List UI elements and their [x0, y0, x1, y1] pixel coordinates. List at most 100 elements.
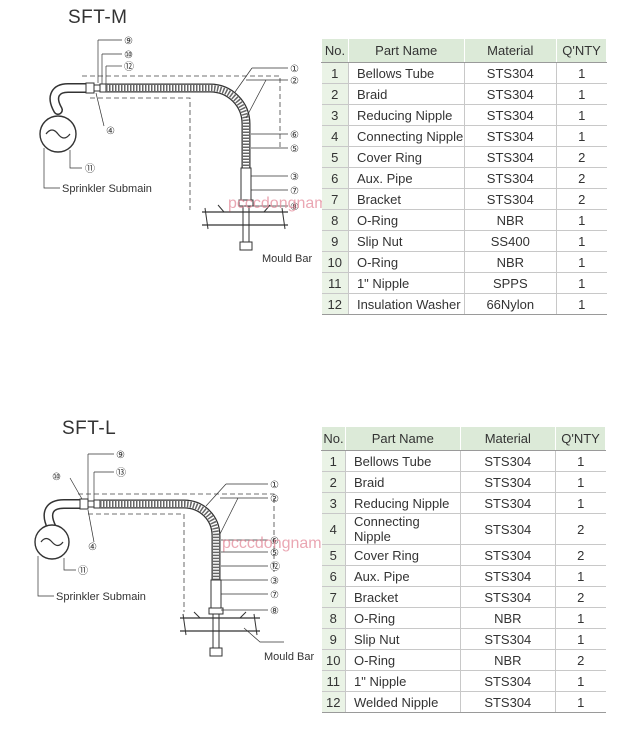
- cell-no: 4: [321, 125, 349, 147]
- sft-l-callout-6: ⑥: [270, 536, 279, 547]
- table-header-row: No. Part Name Material Q'NTY: [321, 38, 607, 63]
- cell-no: 1: [321, 62, 349, 84]
- col-part-name: Part Name: [344, 426, 461, 451]
- cell-qnty: 1: [556, 251, 607, 273]
- cell-no: 6: [321, 565, 346, 587]
- cell-no: 9: [321, 628, 346, 650]
- cell-no: 8: [321, 607, 346, 629]
- cell-no: 1: [321, 450, 346, 472]
- cell-part-name: Connecting Nipple: [348, 125, 465, 147]
- sft-m-callout-12: ⑫: [124, 61, 134, 73]
- cell-material: STS304: [464, 83, 558, 105]
- col-no: No.: [321, 426, 346, 451]
- cell-material: NBR: [464, 251, 558, 273]
- cell-material: NBR: [460, 649, 557, 671]
- sft-m-callout-5: ⑤: [290, 144, 299, 155]
- cell-qnty: 1: [555, 607, 606, 629]
- cell-qnty: 1: [555, 471, 606, 493]
- cell-part-name: O-Ring: [345, 649, 461, 671]
- cell-part-name: Cover Ring: [348, 146, 465, 168]
- sft-m-callout-1: ①: [290, 64, 299, 75]
- col-part-name: Part Name: [347, 38, 465, 63]
- cell-material: STS304: [464, 125, 558, 147]
- sft-l-title: SFT-L: [62, 418, 117, 439]
- sft-m-callout-7: ⑦: [290, 186, 299, 197]
- cell-qnty: 1: [555, 628, 606, 650]
- cell-qnty: 2: [555, 586, 606, 608]
- cell-qnty: 1: [556, 293, 607, 315]
- cell-part-name: Braid: [345, 471, 461, 493]
- cell-part-name: 1" Nipple: [348, 272, 465, 294]
- cell-part-name: Insulation Washer: [348, 293, 465, 315]
- cell-no: 3: [321, 104, 349, 126]
- cell-part-name: Slip Nut: [345, 628, 461, 650]
- sft-l-submain-label: Sprinkler Submain: [56, 591, 146, 603]
- cell-material: SPPS: [464, 272, 558, 294]
- sft-m-title: SFT-M: [68, 7, 128, 28]
- sft-m-section: SFT-M: [0, 0, 628, 340]
- sft-m-callout-6: ⑥: [290, 130, 299, 141]
- sft-m-callout-2: ②: [290, 76, 299, 87]
- cell-qnty: 1: [556, 272, 607, 294]
- cell-qnty: 1: [555, 492, 606, 514]
- cell-material: STS304: [460, 513, 557, 545]
- cell-qnty: 1: [556, 209, 607, 231]
- sft-m-diagram: ① ② ⑥ ⑤ ③ ⑦ ⑧ ⑨ ⑩ ⑫ ④ ⑪ Sprinkler Submai…: [39, 36, 349, 265]
- cell-qnty: 1: [555, 450, 606, 472]
- cell-part-name: Slip Nut: [348, 230, 465, 252]
- cell-qnty: 2: [556, 188, 607, 210]
- sft-l-watermark: pcccdongnam.vn: [222, 535, 343, 552]
- cell-part-name: O-Ring: [345, 607, 461, 629]
- cell-no: 4: [321, 513, 346, 545]
- cell-material: STS304: [460, 691, 557, 713]
- cell-qnty: 2: [555, 544, 606, 566]
- cell-material: SS400: [464, 230, 558, 252]
- sft-m-mould-bar-label: Mould Bar: [262, 253, 312, 265]
- sft-l-mould-bar-label: Mould Bar: [264, 651, 314, 663]
- cell-no: 11: [321, 670, 346, 692]
- cell-no: 7: [321, 188, 349, 210]
- cell-part-name: Aux. Pipe: [348, 167, 465, 189]
- sft-l-callout-12: ⑫: [270, 561, 280, 573]
- table-header-row: No. Part Name Material Q'NTY: [321, 426, 606, 451]
- cell-material: STS304: [460, 628, 557, 650]
- cell-no: 10: [321, 251, 349, 273]
- cell-qnty: 1: [556, 83, 607, 105]
- cell-part-name: Aux. Pipe: [345, 565, 461, 587]
- sft-m-callout-3: ③: [290, 172, 299, 183]
- cell-material: NBR: [460, 607, 557, 629]
- cell-qnty: 2: [555, 513, 606, 545]
- cell-part-name: Reducing Nipple: [348, 104, 465, 126]
- sft-l-section: SFT-L: [0, 400, 628, 740]
- cell-material: STS304: [464, 188, 558, 210]
- cell-qnty: 1: [556, 104, 607, 126]
- sft-m-callout-8: ⑧: [290, 202, 299, 213]
- cell-part-name: 1" Nipple: [345, 670, 461, 692]
- cell-no: 3: [321, 492, 346, 514]
- cell-no: 11: [321, 272, 349, 294]
- cell-material: 66Nylon: [464, 293, 558, 315]
- sft-l-callout-13: ⑬: [116, 467, 126, 479]
- sft-l-callout-11: ⑪: [78, 565, 88, 577]
- cell-part-name: Bracket: [348, 188, 465, 210]
